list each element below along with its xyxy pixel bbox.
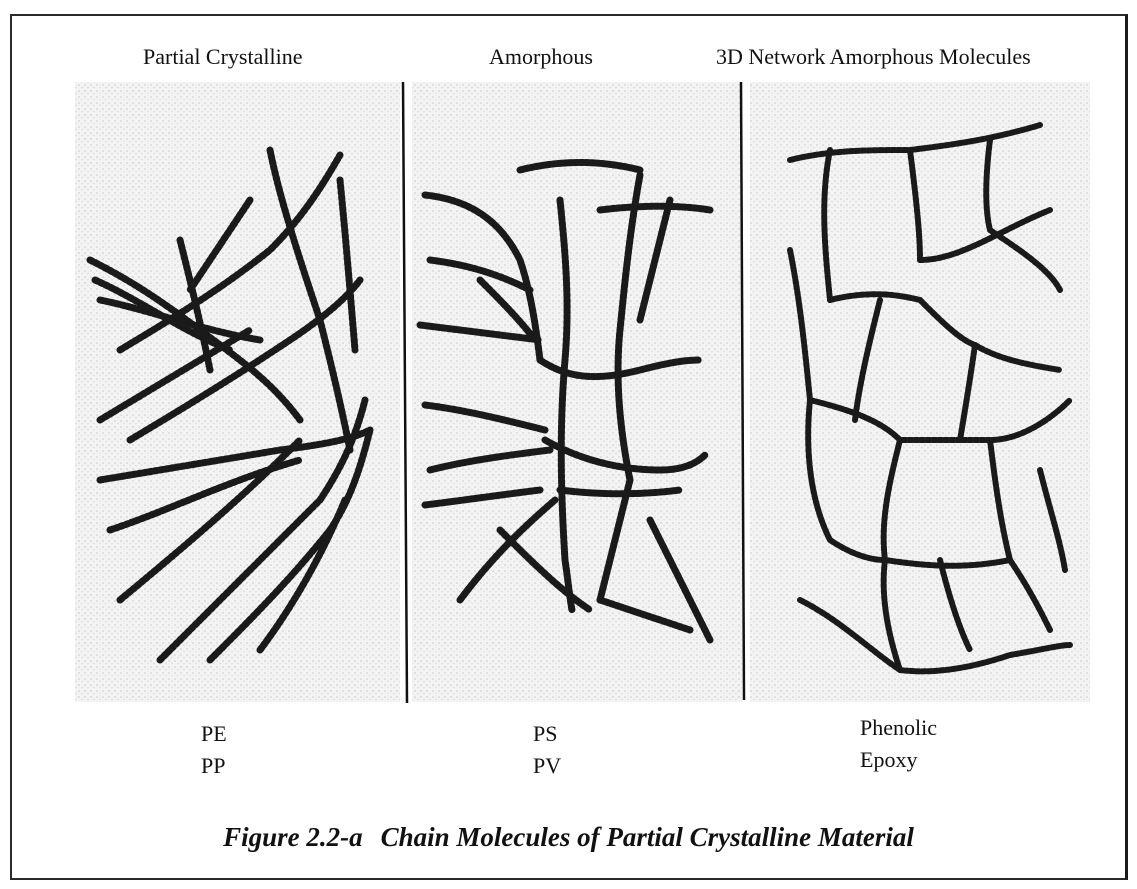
example-pv: PV [533,750,561,782]
figure-caption-text: Chain Molecules of Partial Crystalline M… [381,822,914,853]
figure-caption: Figure 2.2-a Chain Molecules of Partial C… [0,822,1137,853]
example-epoxy: Epoxy [860,744,917,776]
divider-line-1 [403,82,407,703]
example-pp: PP [201,750,225,782]
example-pe: PE [201,718,227,750]
figure-number: Figure 2.2-a [223,822,363,853]
panel-background-left [75,82,400,702]
example-ps: PS [533,718,557,750]
example-phenolic: Phenolic [860,712,937,744]
